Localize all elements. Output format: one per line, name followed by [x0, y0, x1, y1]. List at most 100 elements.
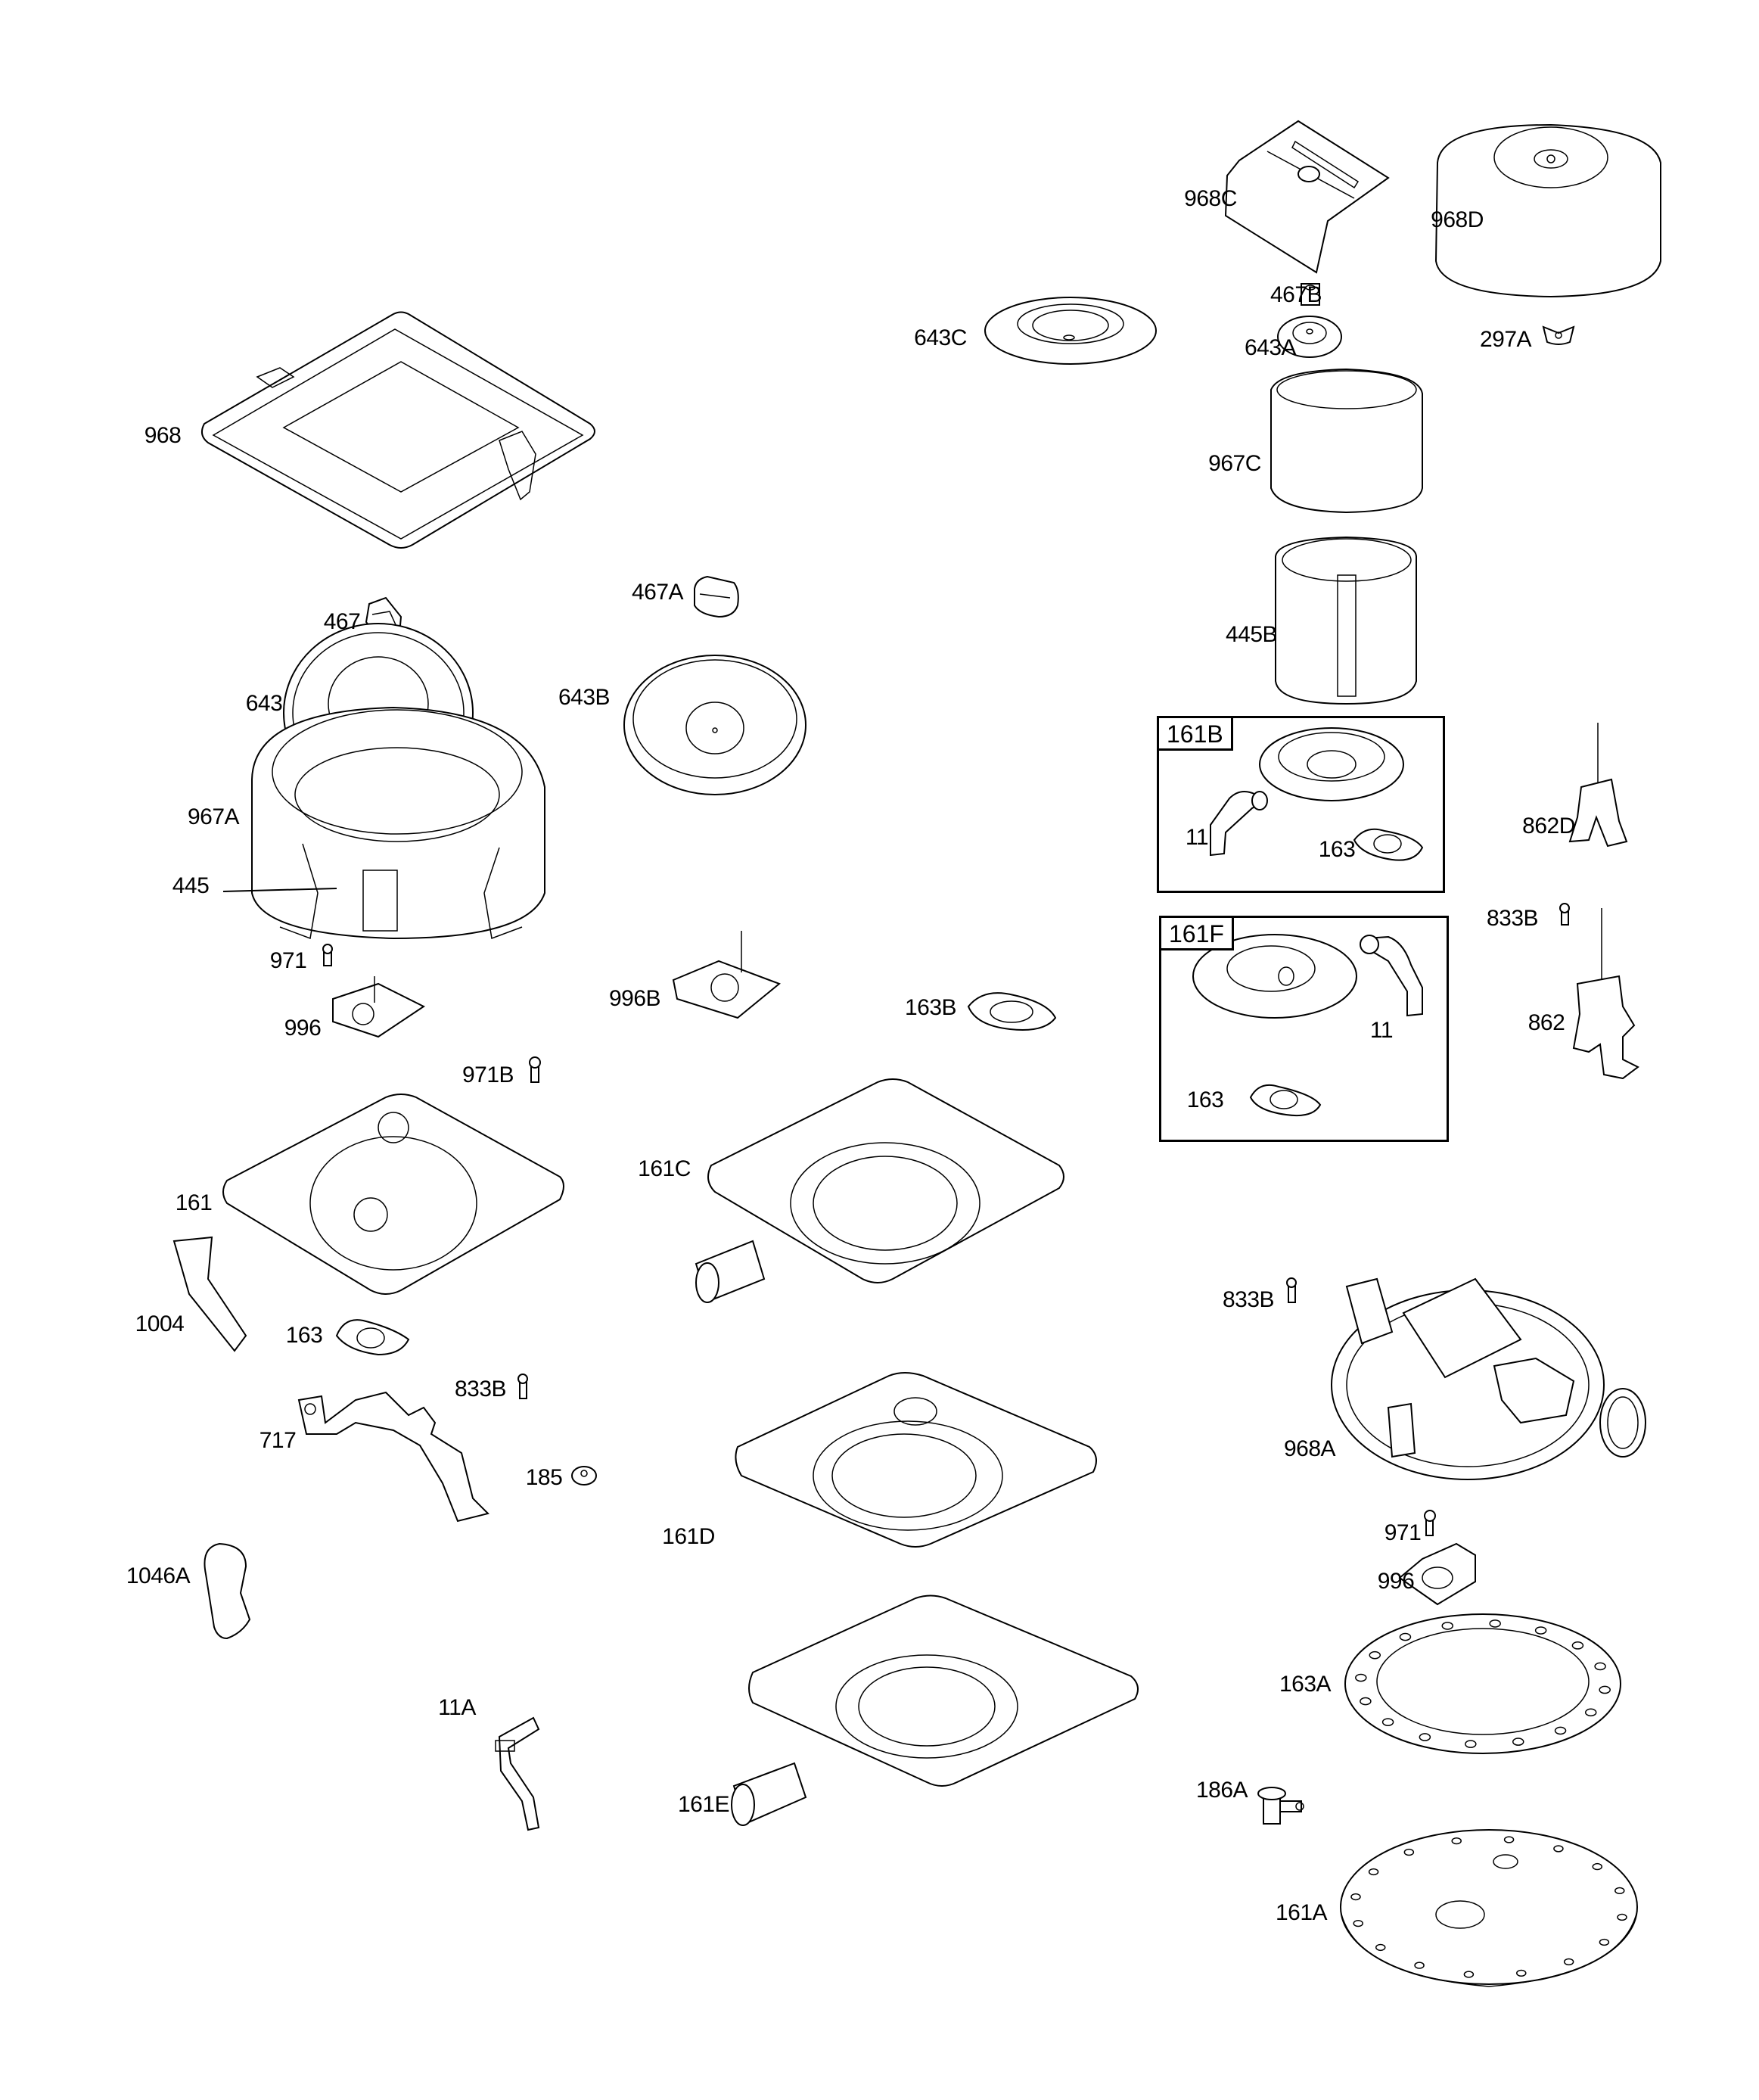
label-968C[interactable]: 968C [1184, 186, 1237, 211]
label-643C[interactable]: 643C [914, 325, 967, 350]
part-163-gasket[interactable] [335, 1319, 410, 1356]
label-kit-161B-163[interactable]: 163 [1318, 837, 1356, 862]
part-185-nut[interactable] [571, 1466, 597, 1486]
bolt-hole [1375, 1943, 1386, 1952]
label-kit-161B-11[interactable]: 11 [1185, 825, 1209, 850]
part-862-bracket[interactable] [1572, 908, 1639, 1080]
label-163B[interactable]: 163B [904, 995, 957, 1020]
part-971B-screw[interactable] [529, 1056, 541, 1083]
label-297A[interactable]: 297A [1479, 327, 1532, 352]
part-833B-bolt-right[interactable] [1559, 903, 1570, 926]
label-163[interactable]: 163 [285, 1323, 323, 1348]
label-1046A[interactable]: 1046A [126, 1563, 191, 1588]
label-11A[interactable]: 11A [438, 1695, 476, 1720]
part-833B-bolt[interactable] [517, 1374, 528, 1399]
kit-161B-gasket-163[interactable] [1353, 828, 1424, 861]
label-161D[interactable]: 161D [662, 1524, 715, 1549]
label-643B[interactable]: 643B [558, 685, 611, 710]
kit-161F-gasket-163[interactable] [1249, 1084, 1322, 1117]
part-1046A-seal[interactable] [204, 1542, 251, 1640]
label-163A[interactable]: 163A [1279, 1672, 1332, 1697]
label-967C[interactable]: 967C [1208, 451, 1261, 476]
part-161D-base[interactable] [735, 1372, 1097, 1548]
part-161E-base[interactable] [731, 1594, 1139, 1826]
label-833B-right[interactable]: 833B [1486, 906, 1539, 931]
part-968A-housing[interactable] [1331, 1277, 1646, 1480]
label-971-right[interactable]: 971 [1384, 1520, 1422, 1545]
part-643B-bowl[interactable] [623, 655, 806, 795]
label-968D[interactable]: 968D [1431, 207, 1484, 232]
kit-161F-title: 161F [1159, 916, 1234, 950]
label-862[interactable]: 862 [1527, 1010, 1565, 1035]
label-161E[interactable]: 161E [677, 1792, 730, 1817]
kit-161F-plate[interactable] [1192, 934, 1357, 1019]
bolt-hole [1614, 1887, 1625, 1895]
part-967A-precleaner[interactable] [251, 706, 545, 940]
label-161A[interactable]: 161A [1275, 1900, 1328, 1925]
part-971-screw[interactable] [322, 944, 333, 966]
part-11A-hose[interactable] [495, 1716, 540, 1831]
label-kit-161F-163[interactable]: 163 [1186, 1087, 1224, 1112]
bolt-hole [1353, 1919, 1363, 1927]
bolt-hole [1534, 1626, 1547, 1635]
part-996-plate[interactable] [332, 976, 425, 1038]
bolt-hole [1463, 1971, 1475, 1978]
label-185[interactable]: 185 [525, 1465, 563, 1490]
kit-161B-plate[interactable] [1259, 727, 1404, 801]
part-467B-nut[interactable] [1301, 283, 1320, 306]
kit-161B-hose-11[interactable] [1210, 791, 1268, 857]
part-161C-base[interactable] [695, 1078, 1064, 1303]
label-968A[interactable]: 968A [1283, 1436, 1336, 1461]
part-467A-knob[interactable] [694, 575, 739, 618]
label-862D[interactable]: 862D [1522, 814, 1575, 838]
part-968D-housing[interactable] [1434, 123, 1661, 298]
label-996-right[interactable]: 996 [1377, 1569, 1415, 1594]
part-643A-washer[interactable] [1277, 316, 1342, 358]
label-833B-lower[interactable]: 833B [1222, 1287, 1275, 1312]
label-161[interactable]: 161 [175, 1190, 213, 1215]
label-1004[interactable]: 1004 [135, 1311, 185, 1336]
part-971-screw-right[interactable] [1424, 1510, 1436, 1536]
label-996[interactable]: 996 [284, 1016, 322, 1041]
label-643[interactable]: 643 [245, 691, 283, 716]
bolt-hole [1360, 1697, 1372, 1706]
part-445B-filter[interactable] [1275, 536, 1417, 705]
part-1004-duct[interactable] [172, 1236, 247, 1352]
part-163A-gasket[interactable] [1344, 1613, 1621, 1754]
label-186A[interactable]: 186A [1195, 1778, 1248, 1803]
label-971[interactable]: 971 [269, 948, 307, 973]
label-445B[interactable]: 445B [1225, 622, 1278, 647]
bolt-hole [1594, 1662, 1606, 1671]
label-996B[interactable]: 996B [608, 986, 661, 1011]
part-161-base[interactable] [222, 1094, 564, 1295]
part-445-filter[interactable] [222, 870, 398, 932]
part-996-plate-right[interactable] [1398, 1542, 1476, 1606]
part-968-cover[interactable] [200, 311, 595, 549]
label-467B[interactable]: 467B [1270, 282, 1322, 307]
part-967C-precleaner[interactable] [1270, 368, 1423, 514]
part-163B-gasket[interactable] [967, 992, 1057, 1031]
part-161A-plate[interactable] [1340, 1829, 1638, 1987]
label-467A[interactable]: 467A [631, 580, 684, 605]
part-996B-plate[interactable] [672, 931, 781, 1019]
label-971B[interactable]: 971B [462, 1062, 514, 1087]
label-161C[interactable]: 161C [638, 1156, 691, 1181]
part-968C-cover[interactable] [1224, 120, 1390, 274]
part-297A-wingnut[interactable] [1542, 325, 1575, 345]
part-833B-bolt-lower[interactable] [1286, 1277, 1297, 1303]
label-967A[interactable]: 967A [187, 804, 240, 829]
leader-445 [222, 888, 337, 892]
label-968[interactable]: 968 [144, 423, 182, 448]
part-717-bracket[interactable] [297, 1391, 489, 1523]
part-643C-plate[interactable] [984, 297, 1157, 365]
label-445[interactable]: 445 [172, 873, 210, 898]
label-kit-161F-11[interactable]: 11 [1369, 1018, 1394, 1043]
label-717[interactable]: 717 [259, 1428, 297, 1453]
part-186A-fitting[interactable] [1257, 1787, 1304, 1825]
label-833B-left[interactable]: 833B [454, 1377, 507, 1402]
part-862D-bracket[interactable] [1568, 723, 1628, 848]
gasket-holes [1355, 1619, 1611, 1748]
kit-161F-hose-11[interactable] [1360, 935, 1423, 1017]
label-467[interactable]: 467 [323, 609, 361, 634]
label-643A[interactable]: 643A [1244, 335, 1297, 360]
